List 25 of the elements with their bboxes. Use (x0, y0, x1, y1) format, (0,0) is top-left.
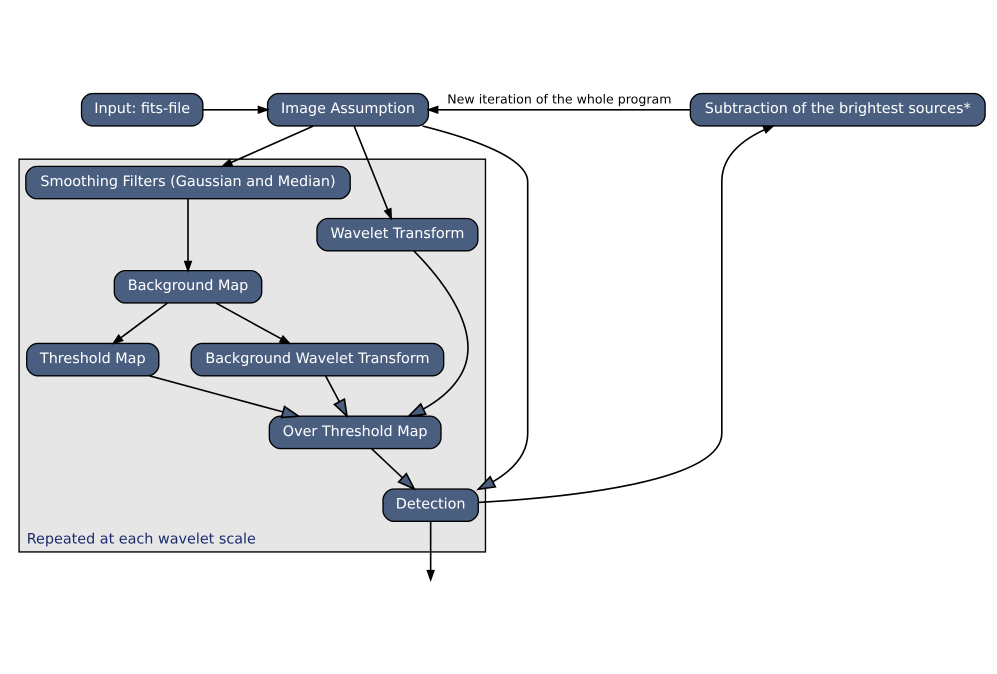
node-box: Threshold Map (26, 342, 160, 376)
node-box: Background Wavelet Transform (190, 342, 444, 376)
node-box: Background Map (114, 270, 262, 304)
node-box: Smoothing Filters (Gaussian and Median) (25, 166, 351, 200)
arrow (324, 376, 348, 418)
arrow (426, 522, 435, 582)
arrow (422, 125, 529, 490)
arrow (149, 375, 302, 418)
node-box: Wavelet Transform (316, 218, 478, 252)
node-box: Subtraction of the brightest sources* (690, 92, 986, 127)
node-box: Image Assumption (266, 92, 430, 127)
node-box: Input: fits-file (80, 92, 204, 127)
node-box: Over Threshold Map (268, 416, 442, 450)
arrow (371, 448, 416, 491)
arrow (353, 126, 392, 221)
arrow (406, 250, 468, 418)
node-box: Detection (382, 488, 479, 522)
arrow (216, 302, 292, 344)
arrow (478, 125, 776, 504)
arrow (220, 125, 314, 168)
arrow (184, 199, 192, 273)
arrow (202, 105, 270, 114)
edge-label: New iteration of the whole program (447, 92, 672, 107)
arrow (426, 105, 690, 114)
arrow (111, 302, 168, 345)
